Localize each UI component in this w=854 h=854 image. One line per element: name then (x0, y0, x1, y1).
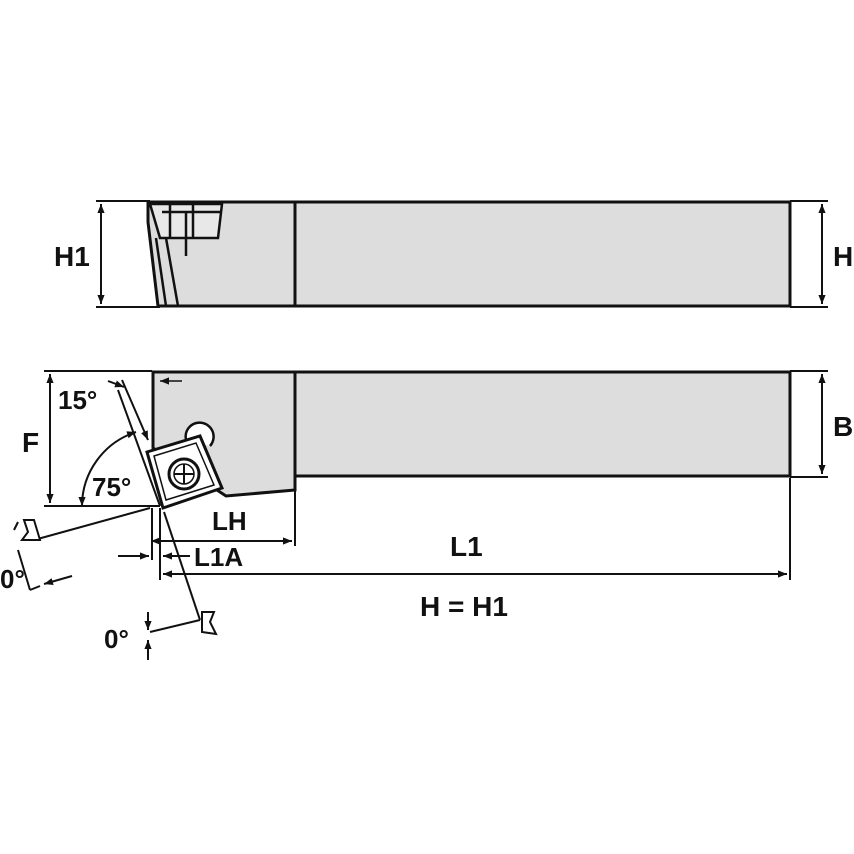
side-view-clamp (148, 202, 224, 307)
label-f: F (22, 427, 39, 458)
label-equation: H = H1 (420, 591, 508, 622)
label-zero-left: 0° (0, 564, 25, 594)
dimension-h (790, 200, 828, 308)
dimension-b (790, 370, 828, 478)
label-h1: H1 (54, 241, 90, 272)
top-view (13, 370, 828, 660)
approach-angle-lines (78, 379, 161, 507)
label-zero-bottom: 0° (104, 624, 129, 654)
label-b: B (833, 411, 853, 442)
square-insert-inner (153, 442, 216, 501)
label-angle-15: 15° (58, 385, 97, 415)
label-l1a: L1A (194, 542, 243, 572)
rake-angle-left (13, 507, 151, 591)
rake-angle-bottom (144, 511, 218, 660)
dimension-f (44, 370, 160, 507)
side-view (96, 200, 828, 308)
label-lh: LH (212, 506, 247, 536)
clamp-screw-icon (167, 457, 201, 491)
label-h: H (833, 241, 853, 272)
side-view-shank (293, 200, 792, 308)
dimension-l1a (118, 508, 190, 580)
label-l1: L1 (450, 531, 483, 562)
dimension-l1 (163, 478, 791, 580)
dimension-h1 (96, 200, 160, 308)
label-angle-75: 75° (92, 472, 131, 502)
top-view-shank (293, 370, 792, 478)
